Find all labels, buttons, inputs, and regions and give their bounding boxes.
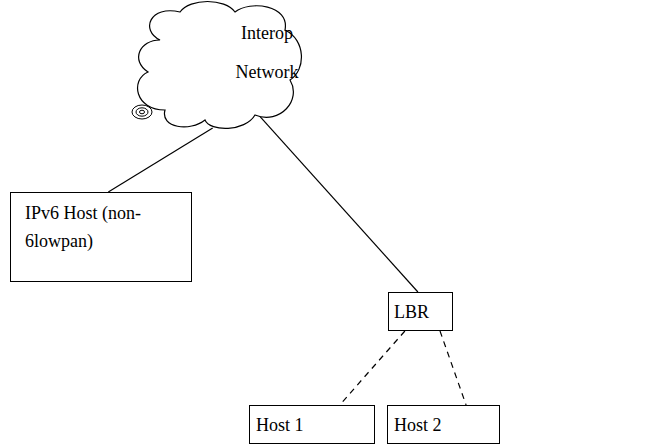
host-label: IPv6 Host (non-6lowpan) xyxy=(25,199,143,255)
host-box: Host 1 xyxy=(249,405,375,444)
network-cloud: Interop Network xyxy=(130,0,306,132)
host-box: Host 2 xyxy=(387,405,500,444)
host-label: Host 2 xyxy=(394,414,442,436)
network-label: Interop Network xyxy=(222,14,312,92)
ring-symbol xyxy=(132,105,152,119)
network-link xyxy=(259,115,418,292)
host-box: IPv6 Host (non-6lowpan) xyxy=(10,192,192,282)
network-link xyxy=(108,128,212,192)
host-label: LBR xyxy=(394,301,429,323)
host-box: LBR xyxy=(388,292,453,331)
host-label: Host 1 xyxy=(256,414,304,436)
wireless-link xyxy=(340,331,405,405)
wireless-link xyxy=(440,331,466,405)
